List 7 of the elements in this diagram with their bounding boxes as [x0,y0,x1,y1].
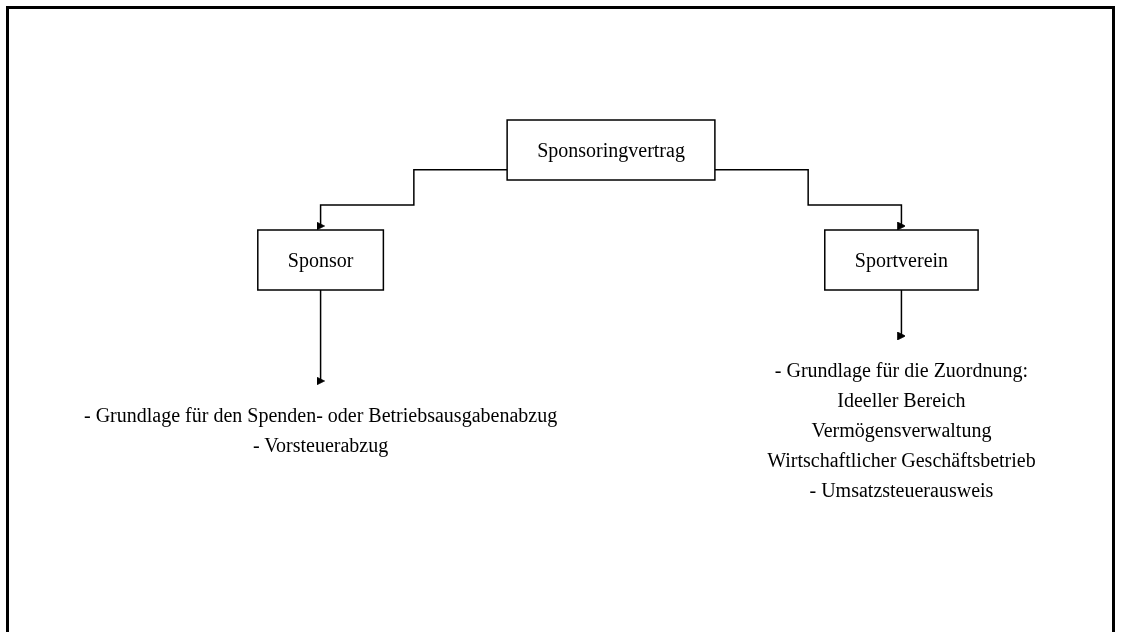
arrow [316,289,326,386]
node-text: - Grundlage für den Spenden- oder Betriebsausgabenabzug - Vorsteuerabzug [84,404,558,456]
node-box: Sponsoringvertrag [506,119,716,181]
arrow [897,289,906,341]
node-box: Sponsor [257,229,385,291]
node-box: Sportverein [824,229,979,291]
node-text: - Grundlage für die Zuordnung: Ideeller Bereich Vermögensverwaltung Wirtschaftlicher Geschäftsbetrieb - Umsatzsteuerausweis [767,359,1036,501]
